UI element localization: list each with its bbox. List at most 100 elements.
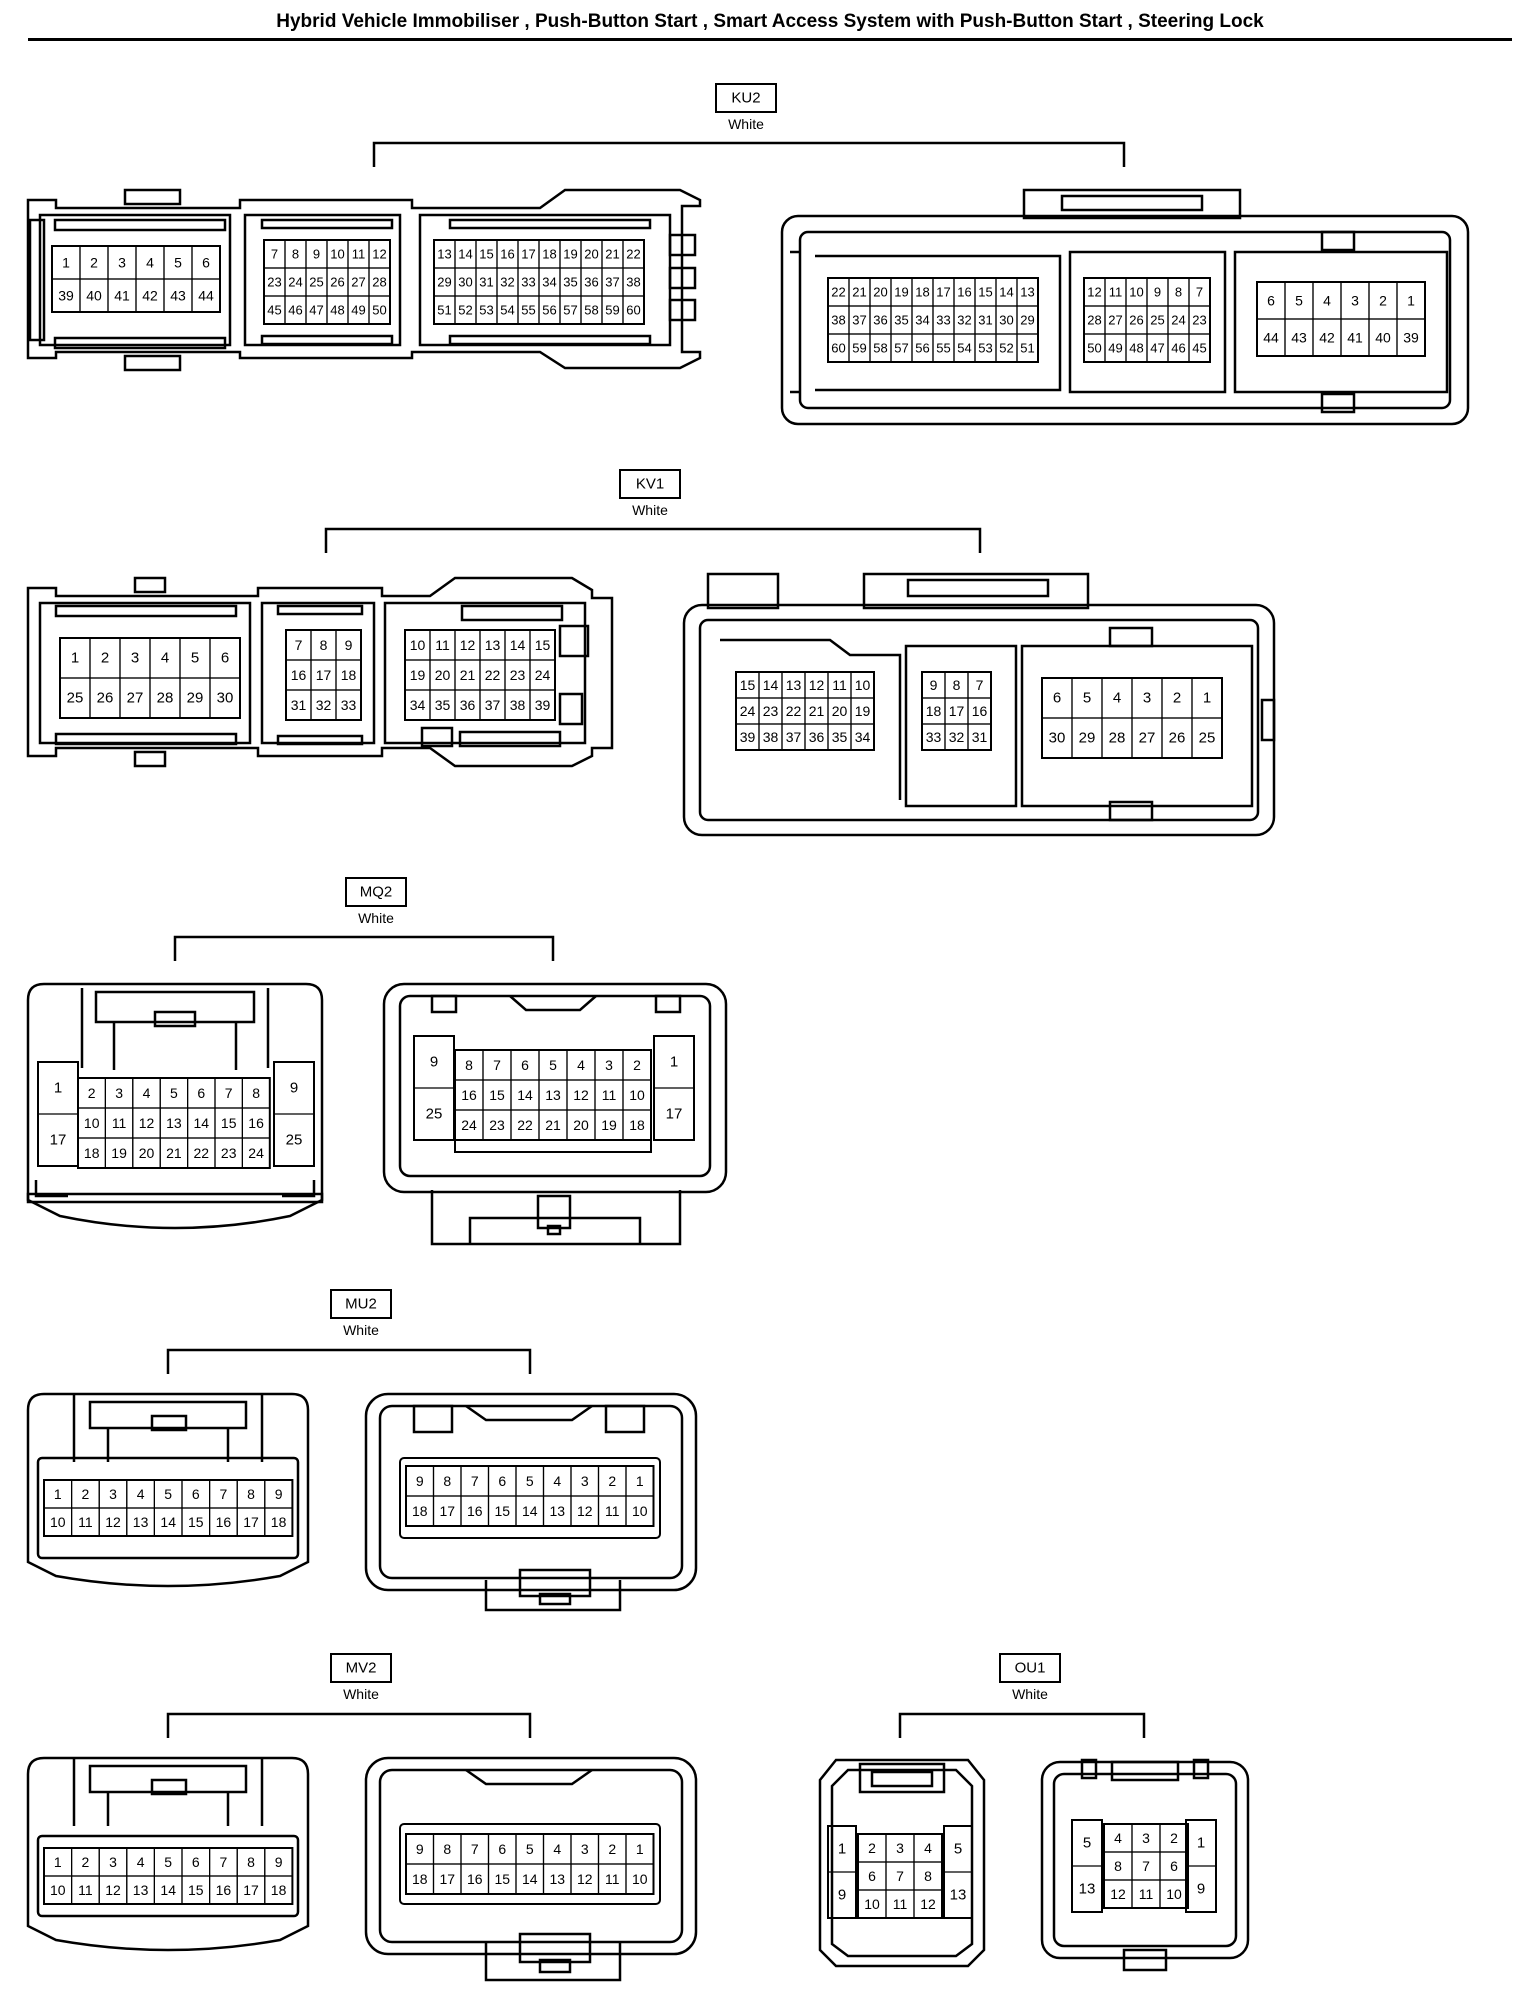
pin-number: 6 [521, 1057, 529, 1073]
pin-cell [529, 689, 556, 721]
pin-number: 13 [1020, 285, 1034, 300]
pin-number: 14 [194, 1115, 210, 1131]
pin-number: 45 [267, 303, 281, 318]
pin-number: 3 [1143, 690, 1151, 707]
pin-number: 10 [330, 247, 344, 262]
connector-id: KV1 [636, 476, 664, 493]
pin-number: 26 [97, 690, 114, 707]
pin-number: 2 [82, 1486, 90, 1502]
pin-number: 46 [1171, 341, 1185, 356]
pin-cell [1396, 318, 1426, 357]
pin-number: 5 [549, 1057, 557, 1073]
pin-number: 24 [740, 703, 756, 719]
housing-outline [536, 1194, 572, 1230]
pin-number: 30 [999, 313, 1013, 328]
pin-number: 40 [86, 288, 102, 304]
connector-id-box [619, 469, 681, 499]
pin-number: 16 [291, 667, 307, 683]
pin-number: 12 [105, 1514, 121, 1530]
housing-outline [858, 1762, 946, 1794]
housing-outline [1320, 230, 1356, 252]
pin-number: 13 [549, 1503, 565, 1519]
pin-number: 39 [535, 697, 551, 713]
pin-number: 16 [500, 247, 514, 262]
housing-outline [780, 214, 1470, 426]
pin-number: 27 [127, 690, 144, 707]
pin-number: 25 [1150, 313, 1164, 328]
pin-number: 6 [197, 1085, 205, 1101]
pin-number: 34 [410, 697, 426, 713]
pin-number: 2 [1379, 293, 1387, 309]
pin-number: 9 [345, 637, 353, 653]
pin-number: 32 [316, 697, 332, 713]
pin-number: 17 [439, 1871, 455, 1887]
pin-number: 5 [954, 1841, 962, 1858]
mv2-male-housing [26, 1756, 310, 1952]
pin-number: 3 [109, 1486, 117, 1502]
pin-number: 37 [852, 313, 866, 328]
pin-number: 3 [1142, 1830, 1150, 1846]
pin-number: 1 [1203, 690, 1211, 707]
housing-outline [26, 1192, 324, 1204]
pin-number: 1 [71, 650, 79, 667]
pin-number: 10 [629, 1087, 645, 1103]
housing-outline [38, 601, 252, 745]
pin-cell [622, 1109, 652, 1141]
pin-number: 33 [926, 729, 942, 745]
pin-number: 9 [430, 1054, 438, 1071]
pin-number: 2 [633, 1057, 641, 1073]
housing-outline [26, 188, 702, 370]
pin-number: 16 [957, 285, 971, 300]
pin-cell [264, 1875, 293, 1905]
housing-outline [364, 1392, 698, 1592]
pin-number: 1 [838, 1841, 846, 1858]
mq2-female-housing [382, 982, 728, 1246]
pin-number: 9 [275, 1854, 283, 1870]
housing-outline [720, 638, 902, 800]
pin-number: 8 [247, 1486, 255, 1502]
housing-outline [698, 618, 1260, 822]
mu2-female-housing [364, 1392, 698, 1612]
housing-outline [1060, 194, 1204, 212]
pin-cell [1188, 333, 1211, 363]
pin-number: 14 [517, 1087, 533, 1103]
pin-number: 8 [252, 1085, 260, 1101]
housing-outline [26, 982, 324, 1230]
housing-outline [1233, 250, 1449, 394]
pin-number: 15 [188, 1514, 204, 1530]
pin-side-column: 925 [273, 1061, 315, 1167]
housing-outline [364, 1756, 698, 1956]
housing-outline [150, 1414, 188, 1432]
housing-outline [830, 1768, 974, 1958]
pin-number: 27 [351, 275, 365, 290]
connector-color: White [1012, 1686, 1048, 1702]
pin-number: 7 [493, 1057, 501, 1073]
pin-number: 23 [267, 275, 281, 290]
pin-number: 35 [563, 275, 577, 290]
connector-id-box [715, 83, 777, 113]
pin-number: 1 [670, 1054, 678, 1071]
pin-number: 27 [1139, 730, 1156, 747]
pin-number: 2 [90, 255, 98, 271]
pin-number: 22 [485, 667, 501, 683]
pin-number: 18 [915, 285, 929, 300]
pin-number: 11 [78, 1514, 93, 1530]
pin-number: 25 [67, 690, 84, 707]
pin-number: 6 [498, 1841, 506, 1857]
pin-number: 11 [832, 677, 847, 693]
housing-outline [72, 1394, 264, 1462]
housing-outline [26, 576, 614, 768]
pin-number: 38 [626, 275, 640, 290]
housing-outline [112, 1022, 238, 1070]
pin-number: 51 [1020, 341, 1034, 356]
pin-number: 13 [166, 1115, 182, 1131]
pin-number: 10 [50, 1882, 66, 1898]
pin-number: 5 [1083, 1835, 1091, 1852]
housing-outline [1080, 1758, 1098, 1780]
